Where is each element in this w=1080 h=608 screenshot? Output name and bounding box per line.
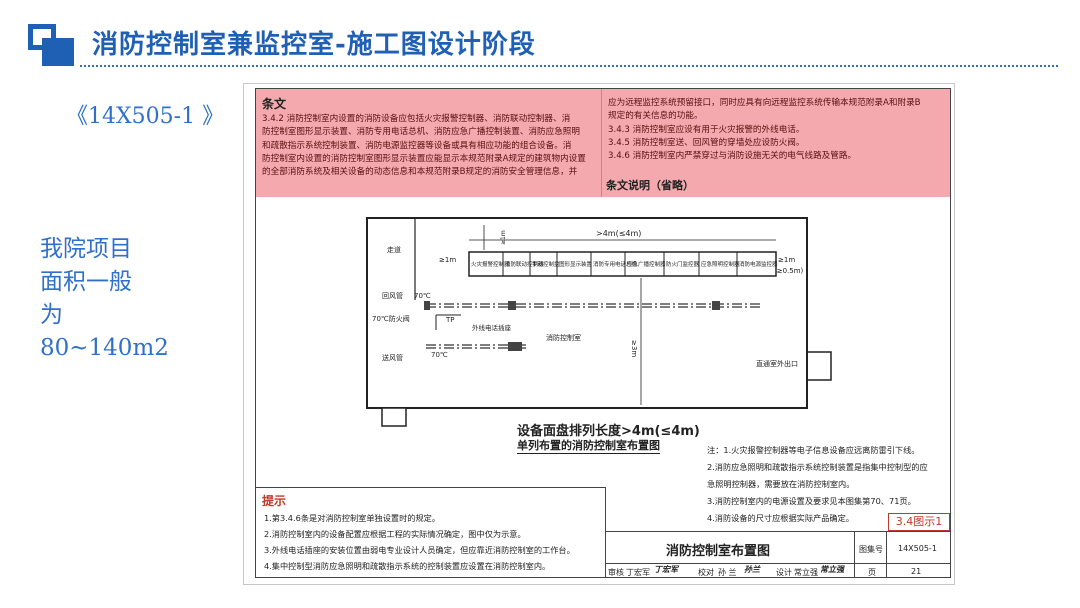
note-line: 急照明控制器，需要放在消防控制室内。 — [707, 479, 855, 489]
tip-line: 2.消防控制室内的设备配置应根据工程的实际情况确定，图中仅为示意。 — [264, 529, 526, 539]
panel-label: 消防专用电话总机 — [593, 260, 638, 268]
panel-label: 图形显示装置 — [559, 260, 593, 268]
tip-line: 1.第3.4.6条是对消防控制室单独设置时的规定。 — [264, 513, 441, 523]
clause-line: 规定的有关信息的功能。 — [608, 111, 703, 122]
area-note: 我院项目 面积一般 为 80~140m2 — [40, 233, 190, 365]
reference-code: 《14X505-1 》 — [66, 104, 225, 129]
note-line: 2.消防应急照明和疏散指示系统控制装置是指集中控制型的应 — [707, 462, 928, 472]
panel-row: 火灾报警控制器 消防联动控制器 手动控制盘 图形显示装置 消防专用电话总机 应急… — [468, 251, 778, 277]
note-line: 注：1.火灾报警控制器等电子信息设备应远离防雷引下线。 — [707, 445, 920, 455]
panel-label: 火灾报警控制器 — [471, 260, 510, 268]
reviewer-name: 丁宏军 — [626, 568, 650, 577]
clause-left-text: 3.4.2 消防控制室内设置的消防设备应包括火灾报警控制器、消防联动控制器、消 … — [262, 113, 586, 179]
tip-line: 3.外线电话插座的安装位置由弱电专业设计人员确定，但应靠近消防控制室的工作台。 — [264, 545, 575, 555]
room-outline — [366, 217, 808, 409]
page-title: 消防控制室兼监控室-施工图设计阶段 — [92, 30, 536, 60]
clause-line: 的全部消防系统及相关设备的动态信息和本规范附录B规定的消防安全管理信息，并 — [262, 167, 578, 178]
door — [381, 407, 407, 427]
floor-plan-diagram: 走道 回风管 70℃防火阀 送风管 70℃ 70℃ TP 外线电话插座 消防控制… — [366, 217, 832, 427]
area-note-line: 为 — [40, 302, 63, 328]
area-note-line: 面积一般 — [40, 269, 132, 295]
panel-label: 手动控制盘 — [532, 260, 560, 268]
clause-line: 3.4.6 消防控制室内严禁穿过与消防设施无关的电气线路及管路。 — [608, 151, 857, 162]
drawing-name: 消防控制室布置图 — [666, 544, 771, 559]
tips-box: 提示 1.第3.4.6条是对消防控制室单独设置时的规定。 2.消防控制室内的设备… — [256, 487, 606, 577]
drawing-notes: 注：1.火灾报警控制器等电子信息设备应远离防雷引下线。 2.消防应急照明和疏散指… — [707, 442, 928, 527]
supply-duct-label: 送风管 — [382, 353, 403, 362]
explain-heading: 条文说明（省略） — [606, 179, 694, 192]
review-label: 审核 — [608, 568, 624, 577]
designer-name: 常立强 — [794, 568, 818, 577]
check-label: 校对 — [698, 568, 714, 577]
caption-main: 设备面盘排列长度>4m(≤4m) — [517, 424, 700, 439]
clause-right-text: 应为远程监控系统预留接口，同时应具有向远程监控系统传输本规范附录A和附录B 规定… — [608, 97, 921, 163]
panel-label: 应急照明控制器 — [701, 260, 740, 268]
drawing-frame — [255, 88, 951, 578]
dim-right-2: (≥0.5m) — [774, 267, 804, 275]
page-label: 页 — [868, 568, 876, 577]
area-note-line: 我院项目 — [40, 236, 132, 262]
panel-label: 消防电源监控器 — [739, 260, 778, 268]
clause-line: 防控制室图形显示装置、消防专用电话总机、消防应急广播控制装置、消防应急照明 — [262, 127, 580, 138]
damper — [424, 301, 430, 310]
clause-heading: 条文 — [262, 97, 287, 111]
title-block: 消防控制室布置图 图集号 14X505-1 审核 丁宏军 丁宏军 校对 孙 兰 … — [606, 531, 951, 578]
area-note-line: 80~140m2 — [40, 335, 169, 361]
dim-left: ≥1m — [439, 256, 456, 264]
temp-label-a: 70℃ — [414, 292, 431, 300]
clause-line: 和疏散指示系统控制装置、消防电源监控器等设备或具有相应功能的组合设备。消 — [262, 140, 572, 151]
room-label: 消防控制室 — [546, 333, 581, 342]
title-divider — [80, 65, 1058, 67]
panel-label: 消防联动控制器 — [505, 260, 544, 268]
tp-label: TP — [445, 316, 455, 324]
note-line: 4.消防设备的尺寸应根据实际产品确定。 — [707, 513, 854, 523]
clause-line: 防控制室内设置的消防控制室图形显示装置应能显示本规范附录A规定的建筑物内设置 — [262, 153, 586, 164]
atlas-number: 14X505-1 — [898, 544, 937, 553]
tips-heading: 提示 — [262, 494, 287, 508]
design-label: 设计 — [776, 568, 792, 577]
exit-label: 直通室外出口 — [756, 359, 798, 368]
page-number: 21 — [911, 567, 922, 576]
reviewer-signature: 丁宏军 — [654, 564, 678, 574]
fire-damper-label: 70℃防火阀 — [372, 314, 410, 323]
cable-label: 外线电话插座 — [472, 323, 512, 332]
temp-label-b: 70℃ — [431, 351, 448, 359]
note-line: 3.消防控制室内的电源设置及要求见本图集第70、71页。 — [707, 496, 916, 506]
corridor-label: 走道 — [387, 245, 401, 254]
dim-top: >4m(≤4m) — [596, 229, 641, 238]
return-duct-label: 回风管 — [382, 291, 403, 300]
dim-right: ≥1m — [778, 256, 795, 264]
clause-panel: 条文 3.4.2 消防控制室内设置的消防设备应包括火灾报警控制器、消防联动控制器… — [256, 89, 950, 197]
damper — [712, 301, 720, 310]
checker-signature: 孙兰 — [744, 564, 760, 574]
dim-vertical: ≥3m — [630, 340, 638, 357]
damper — [508, 342, 522, 351]
dim-small: ≥1m — [500, 230, 507, 245]
clause-line: 3.4.5 消防控制室送、回风管的穿墙处应设防火阀。 — [608, 137, 805, 148]
clause-line: 3.4.2 消防控制室内设置的消防设备应包括火灾报警控制器、消防联动控制器、消 — [262, 114, 571, 124]
clause-line: 3.4.3 消防控制室应设有用于火灾报警的外线电话。 — [608, 124, 805, 135]
tip-line: 4.集中控制型消防应急照明和疏散指示系统的控制装置应设置在消防控制室内。 — [264, 561, 551, 571]
designer-signature: 常立强 — [820, 564, 844, 574]
panel-label: 防火门监控器 — [666, 260, 700, 268]
figure-badge: 3.4图示1 — [888, 513, 950, 531]
clause-line: 应为远程监控系统预留接口，同时应具有向远程监控系统传输本规范附录A和附录B — [608, 98, 921, 108]
panel-label: 应急广播控制器 — [627, 260, 666, 268]
atlas-label: 图集号 — [859, 545, 883, 554]
logo-icon — [28, 24, 74, 66]
damper — [508, 301, 516, 310]
caption-sub: 单列布置的消防控制室布置图 — [517, 439, 660, 454]
checker-name: 孙 兰 — [718, 568, 737, 577]
